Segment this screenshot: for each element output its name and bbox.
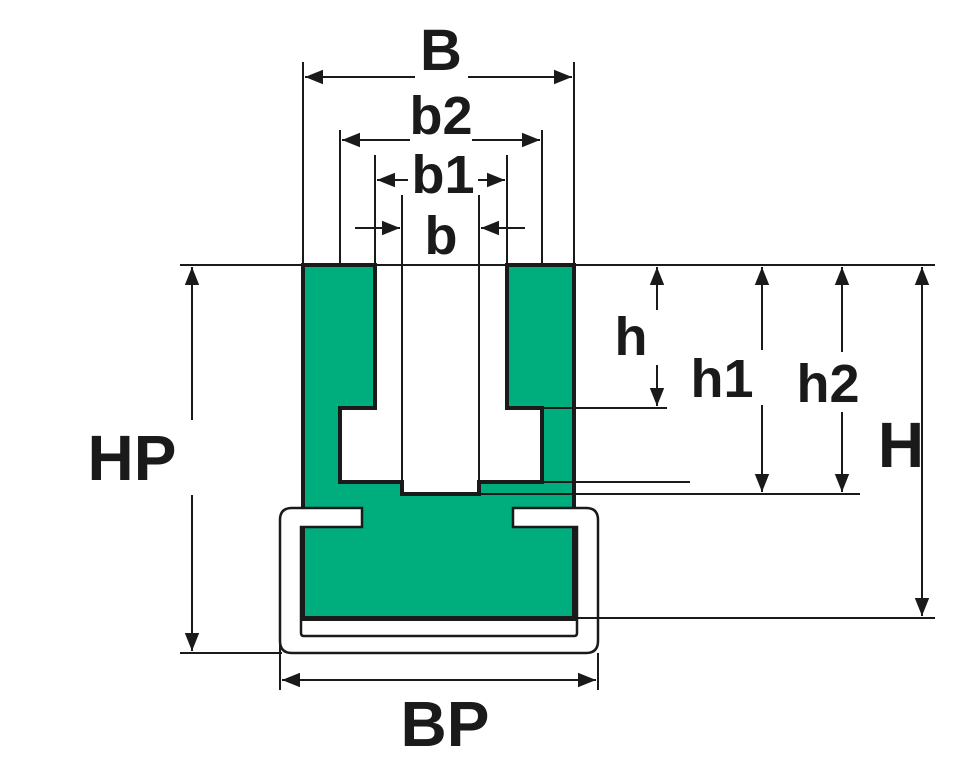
label-b: b	[425, 206, 458, 266]
label-B: B	[420, 18, 462, 83]
dimension-arrows	[184, 69, 930, 688]
label-HP: HP	[88, 422, 177, 494]
label-b2: b2	[409, 86, 472, 146]
label-h1: h1	[690, 349, 753, 409]
label-h: h	[615, 307, 648, 367]
label-BP: BP	[401, 688, 490, 760]
guide-profile-body	[301, 263, 576, 620]
label-h2: h2	[796, 354, 859, 414]
extension-lines	[180, 62, 935, 690]
label-H: H	[878, 409, 924, 481]
label-b1: b1	[411, 145, 474, 205]
